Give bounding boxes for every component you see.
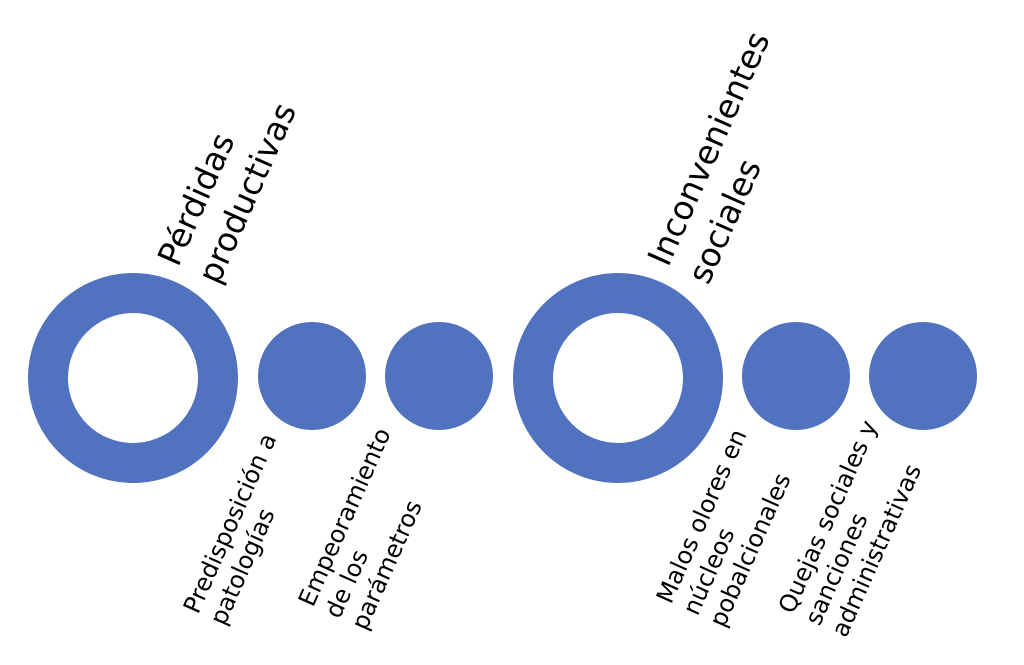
item-circle-quejas-sociales [869,322,977,430]
item-circle-empeoramiento [385,322,493,430]
item-circle-predisposicion [258,322,366,430]
item-label-quejas-sociales: Quejas sociales y sanciones administrati… [773,409,939,641]
item-circle-malos-olores [742,322,850,430]
group-inconvenientes-sociales: Inconvenientes sociales Malos olores en … [513,16,977,641]
group-title: Pérdidas productivas [150,79,304,289]
group-ring [28,273,238,483]
group-ring [513,273,723,483]
group-title: Inconvenientes sociales [640,16,822,289]
group-perdidas-productivas: Pérdidas productivas Predisposición a pa… [28,79,493,634]
item-label-empeoramiento: Empeoramiento de los parámetros [293,417,453,634]
